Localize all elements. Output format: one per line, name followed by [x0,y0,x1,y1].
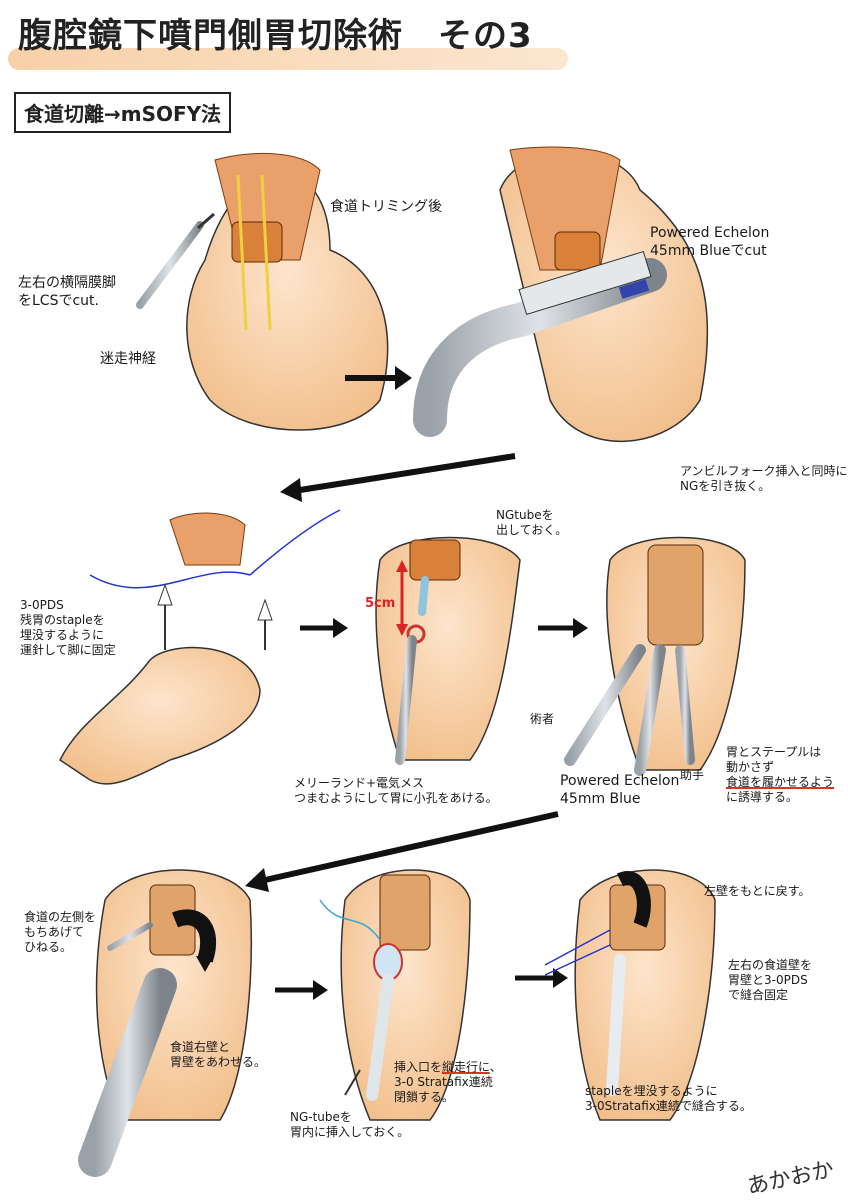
label-guide-emphasis: 食道を履かせるよう [726,775,835,789]
section-heading: 食道切離→mSOFY法 [14,92,232,133]
label-closure-post: 、 3-0 Stratafix連続 閉鎖する。 [394,1060,502,1104]
arrow-right-icon [538,618,588,638]
label-ngtube-out: NGtubeを 出しておく。 [496,508,568,537]
panel-8-final [544,869,716,1121]
panel-1-crus-cut [136,153,389,431]
label-assistant: 助手 [680,768,705,782]
label-bury: stapleを埋没するように 3-0Stratafix連続で縫合する。 [585,1084,752,1113]
label-anvil: アンビルフォーク挿入と同時に NGを引き抜く。 [680,464,848,493]
label-closure-pre: 挿入口を [394,1060,443,1074]
label-crus-cut: 左右の横隔膜脚 をLCSでcut. [18,274,116,310]
panel-7-closure [319,869,471,1121]
arrow-left-icon [245,811,559,892]
panel-6-twist [78,869,252,1177]
label-guide-pre: 胃とステープルは 動かさず [726,745,822,774]
panel-4-opening [375,536,521,765]
panel-3-fixation [59,509,341,785]
title-highlight [8,48,568,70]
label-vagus: 迷走神経 [100,351,156,367]
label-closure-emphasis: 縦走行に [442,1060,490,1074]
label-fix: 左右の食道壁を 胃壁と3-0PDS で縫合固定 [728,958,813,1002]
label-ng-insert: NG-tubeを 胃内に挿入しておく。 [290,1110,410,1139]
label-operator: 術者 [530,712,555,726]
arrow-right-icon [345,366,412,390]
label-measure: 5cm [365,596,396,611]
arrow-left-icon [280,453,516,502]
label-guide-post: に誘導する。 [726,790,799,804]
label-lift: 食道の左側を もちあげて ひねる。 [24,910,97,954]
page-title: 腹腔鏡下噴門側胃切除術 その3 [18,16,533,56]
label-return-wall: 左壁をもとに戻す。 [704,884,811,898]
panel-2-esophagus-transection [413,146,709,443]
label-echelon-bottom: Powered Echelon 45mm Blue [560,773,680,807]
label-align: 食道右壁と 胃壁をあわせる。 [170,1040,267,1069]
label-pds: 3-0PDS 残胃のstapleを 埋没するように 運針して脚に固定 [20,598,116,657]
label-guide: 胃とステープルは 動かさず 食道を履かせるよう に誘導する。 [726,745,834,805]
label-echelon-top: Powered Echelon 45mm Blueでcut [650,225,770,259]
panel-5-anvil [564,536,746,776]
arrow-right-icon [300,618,348,638]
arrow-right-icon [515,968,568,988]
label-opening: メリーランド+電気メス つまむようにして胃に小孔をあける。 [294,776,498,805]
label-after-trim: 食道トリミング後 [330,199,442,215]
label-text: 左右の横隔膜脚 をLCSでcut. [18,275,116,309]
arrow-right-icon [275,980,328,1000]
label-closure: 挿入口を縦走行に、 3-0 Stratafix連続 閉鎖する。 [394,1060,502,1105]
